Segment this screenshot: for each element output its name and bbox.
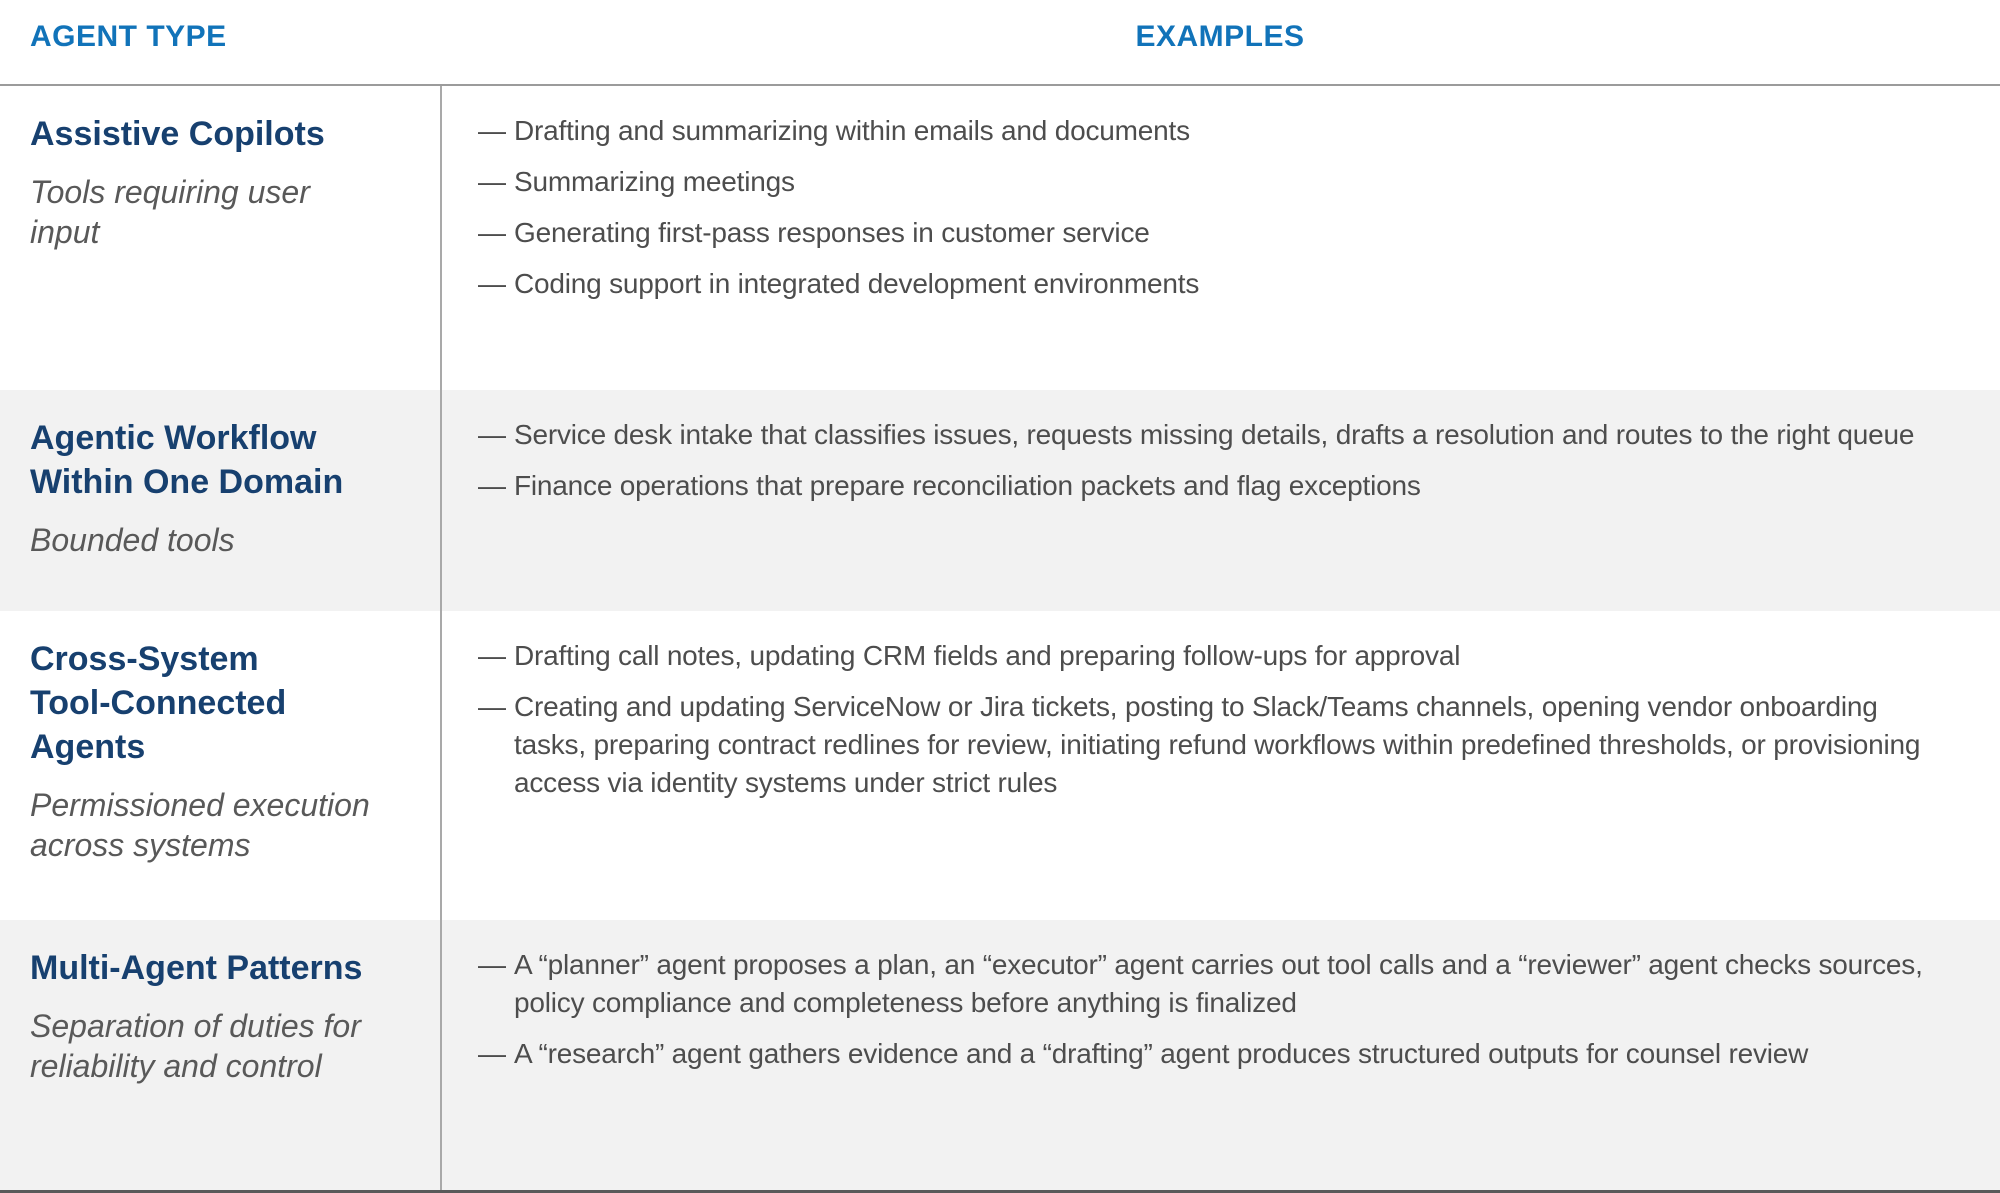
dash-bullet: —	[478, 166, 506, 197]
example-item: — Generating first-pass responses in cus…	[478, 214, 1940, 252]
example-item: — Creating and updating ServiceNow or Ji…	[478, 688, 1940, 802]
example-item: — Summarizing meetings	[478, 163, 1940, 201]
example-text: Service desk intake that classifies issu…	[514, 419, 1915, 450]
example-item: — A “research” agent gathers evidence an…	[478, 1035, 1940, 1073]
column-header-agent-type: AGENT TYPE	[30, 20, 227, 53]
dash-bullet: —	[478, 1038, 506, 1069]
dash-bullet: —	[478, 949, 506, 980]
examples-cell: — Drafting call notes, updating CRM fiel…	[440, 611, 2000, 920]
table-row-agentic-workflow: Agentic Workflow Within One Domain Bound…	[0, 390, 2000, 611]
table-row-cross-system-agents: Cross-System Tool-Connected Agents Permi…	[0, 611, 2000, 920]
agent-type-subtitle: Bounded tools	[30, 522, 235, 558]
example-text: Coding support in integrated development…	[514, 268, 1200, 299]
dash-bullet: —	[478, 470, 506, 501]
examples-cell: — Drafting and summarizing within emails…	[440, 86, 2000, 390]
example-text: A “research” agent gathers evidence and …	[514, 1038, 1809, 1069]
example-item: — Service desk intake that classifies is…	[478, 416, 1940, 454]
agent-type-cell: Assistive Copilots Tools requiring user …	[0, 86, 440, 390]
example-text: A “planner” agent proposes a plan, an “e…	[514, 949, 1923, 1018]
agent-type-title: Assistive Copilots	[30, 115, 325, 153]
agent-type-title: Cross-System Tool-Connected Agents	[30, 640, 287, 766]
agent-type-subtitle: Permissioned execution across systems	[30, 787, 370, 863]
example-item: — Drafting call notes, updating CRM fiel…	[478, 637, 1940, 675]
examples-list: — A “planner” agent proposes a plan, an …	[478, 946, 1940, 1073]
examples-list: — Drafting and summarizing within emails…	[478, 112, 1940, 303]
table-header-row: AGENT TYPE EXAMPLES	[0, 0, 2000, 86]
example-item: — Finance operations that prepare reconc…	[478, 467, 1940, 505]
example-text: Finance operations that prepare reconcil…	[514, 470, 1421, 501]
dash-bullet: —	[478, 691, 506, 722]
dash-bullet: —	[478, 268, 506, 299]
example-text: Generating first-pass responses in custo…	[514, 217, 1150, 248]
examples-cell: — Service desk intake that classifies is…	[440, 390, 2000, 611]
agent-type-subtitle: Tools requiring user input	[30, 174, 310, 250]
example-text: Summarizing meetings	[514, 166, 795, 197]
agent-type-subtitle: Separation of duties for reliability and…	[30, 1008, 361, 1084]
example-text: Drafting call notes, updating CRM fields…	[514, 640, 1461, 671]
agent-type-title: Agentic Workflow Within One Domain	[30, 419, 344, 501]
dash-bullet: —	[478, 115, 506, 146]
agent-type-cell: Cross-System Tool-Connected Agents Permi…	[0, 611, 440, 920]
table-row-assistive-copilots: Assistive Copilots Tools requiring user …	[0, 86, 2000, 390]
dash-bullet: —	[478, 419, 506, 450]
examples-list: — Service desk intake that classifies is…	[478, 416, 1940, 505]
example-item: — Coding support in integrated developme…	[478, 265, 1940, 303]
agent-type-title: Multi-Agent Patterns	[30, 949, 363, 987]
example-text: Creating and updating ServiceNow or Jira…	[514, 691, 1921, 798]
examples-list: — Drafting call notes, updating CRM fiel…	[478, 637, 1940, 802]
examples-cell: — A “planner” agent proposes a plan, an …	[440, 920, 2000, 1190]
dash-bullet: —	[478, 217, 506, 248]
dash-bullet: —	[478, 640, 506, 671]
agent-type-cell: Agentic Workflow Within One Domain Bound…	[0, 390, 440, 611]
example-item: — Drafting and summarizing within emails…	[478, 112, 1940, 150]
agent-type-cell: Multi-Agent Patterns Separation of dutie…	[0, 920, 440, 1190]
column-header-examples: EXAMPLES	[1135, 20, 1305, 53]
example-text: Drafting and summarizing within emails a…	[514, 115, 1190, 146]
table-row-multi-agent-patterns: Multi-Agent Patterns Separation of dutie…	[0, 920, 2000, 1190]
example-item: — A “planner” agent proposes a plan, an …	[478, 946, 1940, 1022]
